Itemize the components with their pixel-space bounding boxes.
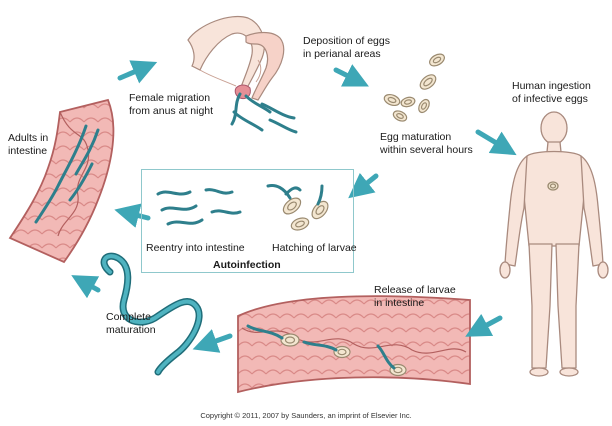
pinworm-icon	[68, 162, 94, 202]
pinworm-icon	[166, 218, 204, 226]
label-female-migration: Female migration from anus at night	[129, 92, 214, 117]
intestine-icon-release	[237, 295, 471, 394]
arrow-icon	[114, 203, 151, 228]
larvae-hatching	[266, 184, 329, 231]
label-egg-maturation: Egg maturation within several hours	[380, 131, 473, 156]
buttocks-icon	[187, 16, 285, 101]
egg-icon	[400, 96, 416, 108]
pinworm-icon	[74, 128, 100, 176]
pinworm-icon-mature	[100, 252, 203, 376]
egg-icon	[429, 53, 445, 67]
pinworm-icon	[244, 94, 272, 114]
egg-icon	[333, 345, 351, 359]
pinworm-icon	[204, 188, 234, 195]
human-body-icon	[499, 111, 609, 377]
pinworm-icon	[210, 209, 242, 215]
egg-icon	[392, 110, 408, 122]
label-reentry: Reentry into intestine	[146, 242, 245, 254]
arrow-icon	[117, 60, 158, 84]
intestine-icon-adults	[8, 98, 115, 264]
label-complete-maturation: Complete maturation	[106, 311, 156, 336]
cycle-arrows	[71, 60, 517, 353]
egg-icon	[418, 98, 430, 114]
pinworm-icon	[284, 186, 302, 196]
pinworm-icon	[160, 204, 198, 212]
egg-icon	[282, 197, 302, 215]
arrow-icon	[475, 129, 517, 156]
label-autoinfection: Autoinfection	[213, 259, 281, 271]
egg-icon	[311, 200, 329, 220]
arrow-icon	[192, 329, 233, 353]
label-adults: Adults in intestine	[8, 132, 49, 157]
label-deposition: Deposition of eggs in perianal areas	[303, 35, 390, 60]
egg-icon	[290, 217, 310, 231]
pinworm-icon	[316, 184, 324, 206]
pinworm-icon	[260, 102, 296, 120]
pinworm-icon	[230, 92, 242, 126]
egg-icon	[383, 93, 401, 107]
pinworm-icon	[266, 184, 292, 200]
pinworm-icon	[156, 190, 192, 196]
larvae-reentry	[156, 188, 242, 226]
label-human-ingestion: Human ingestion of infective eggs	[512, 80, 591, 105]
arrow-icon	[333, 64, 369, 87]
egg-cluster-perianal	[383, 53, 445, 122]
pinworm-icon	[34, 124, 88, 224]
arrow-icon	[348, 172, 379, 199]
egg-icon	[419, 74, 437, 90]
pinworm-icon	[302, 340, 338, 352]
egg-icon	[280, 333, 300, 347]
autoinfection-box	[141, 169, 354, 273]
arrow-icon	[465, 313, 503, 337]
pinworm-icon	[268, 118, 298, 134]
pinworm-icon	[376, 344, 396, 370]
label-hatching: Hatching of larvae	[272, 242, 357, 254]
label-release: Release of larvae in intestine	[374, 284, 456, 309]
copyright-notice: Copyright © 2011, 2007 by Saunders, an i…	[200, 411, 412, 420]
pinworm-icon	[232, 110, 264, 132]
female-worm-migration	[230, 92, 298, 134]
pinworm-icon	[246, 324, 284, 340]
arrow-icon	[71, 275, 101, 299]
